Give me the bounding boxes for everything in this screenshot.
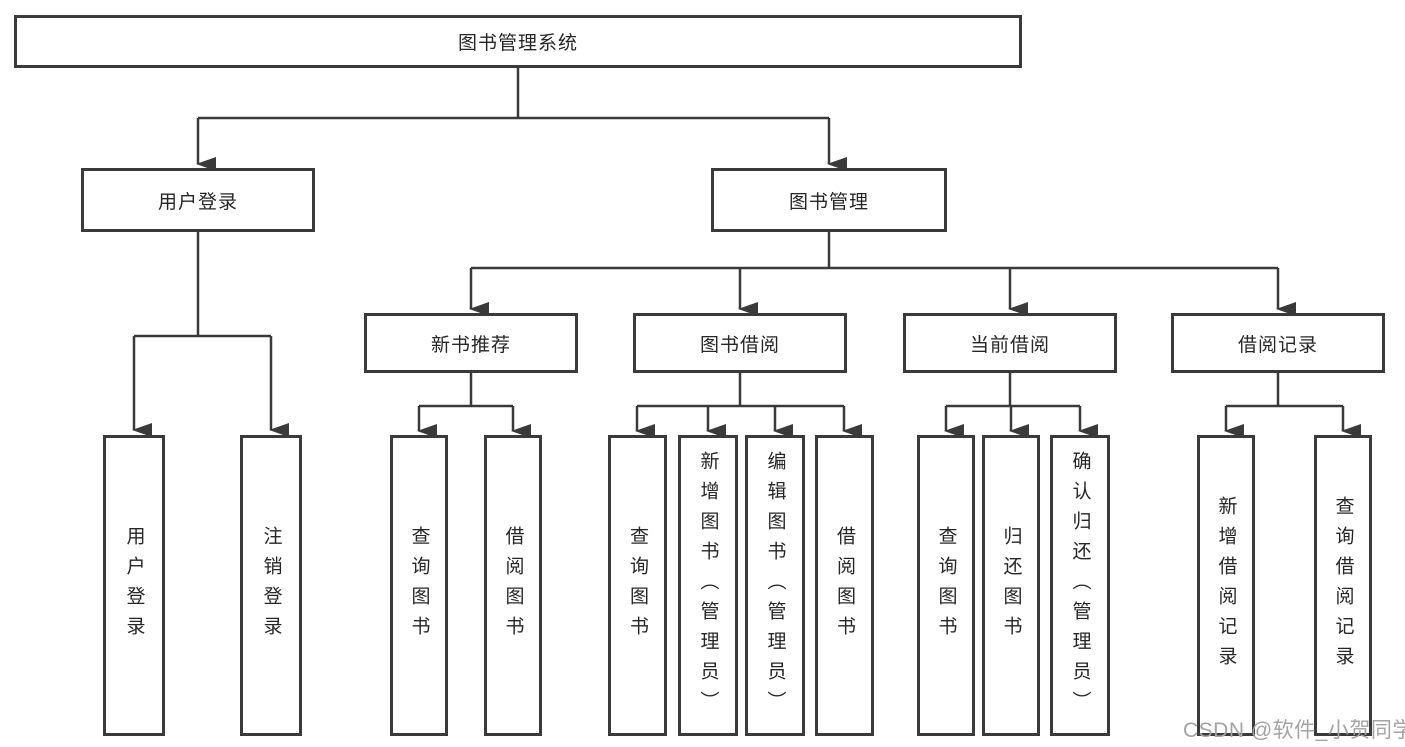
watermark: CSDN @软件_小贺同学 <box>1183 719 1405 742</box>
leaf-edit-books-admin: 编辑图书（管理员） <box>745 435 805 736</box>
leaf-user-login: 用户登录 <box>103 435 165 736</box>
leaf-borrow-books-recommend: 借阅图书 <box>484 435 542 736</box>
node-current-borrowing: 当前借阅 <box>903 313 1117 373</box>
node-book-management: 图书管理 <box>711 168 947 232</box>
leaf-add-borrow-record: 新增借阅记录 <box>1197 435 1255 736</box>
leaf-query-borrow-record: 查询借阅记录 <box>1314 435 1372 736</box>
leaf-add-books-admin: 新增图书（管理员） <box>678 435 738 736</box>
node-library-management-system: 图书管理系统 <box>14 15 1022 68</box>
leaf-query-books-recommend: 查询图书 <box>390 435 448 736</box>
leaf-query-books-current: 查询图书 <box>917 435 975 736</box>
node-user-login: 用户登录 <box>81 168 315 232</box>
leaf-confirm-return-admin: 确认归还（管理员） <box>1050 435 1110 736</box>
node-new-book-recommendation: 新书推荐 <box>364 313 578 373</box>
node-borrowing-records: 借阅记录 <box>1171 313 1385 373</box>
leaf-query-books-borrow: 查询图书 <box>608 435 667 736</box>
node-book-borrowing: 图书借阅 <box>633 313 847 373</box>
leaf-logout: 注销登录 <box>240 435 302 736</box>
leaf-return-books: 归还图书 <box>982 435 1040 736</box>
leaf-borrow-books: 借阅图书 <box>815 435 874 736</box>
